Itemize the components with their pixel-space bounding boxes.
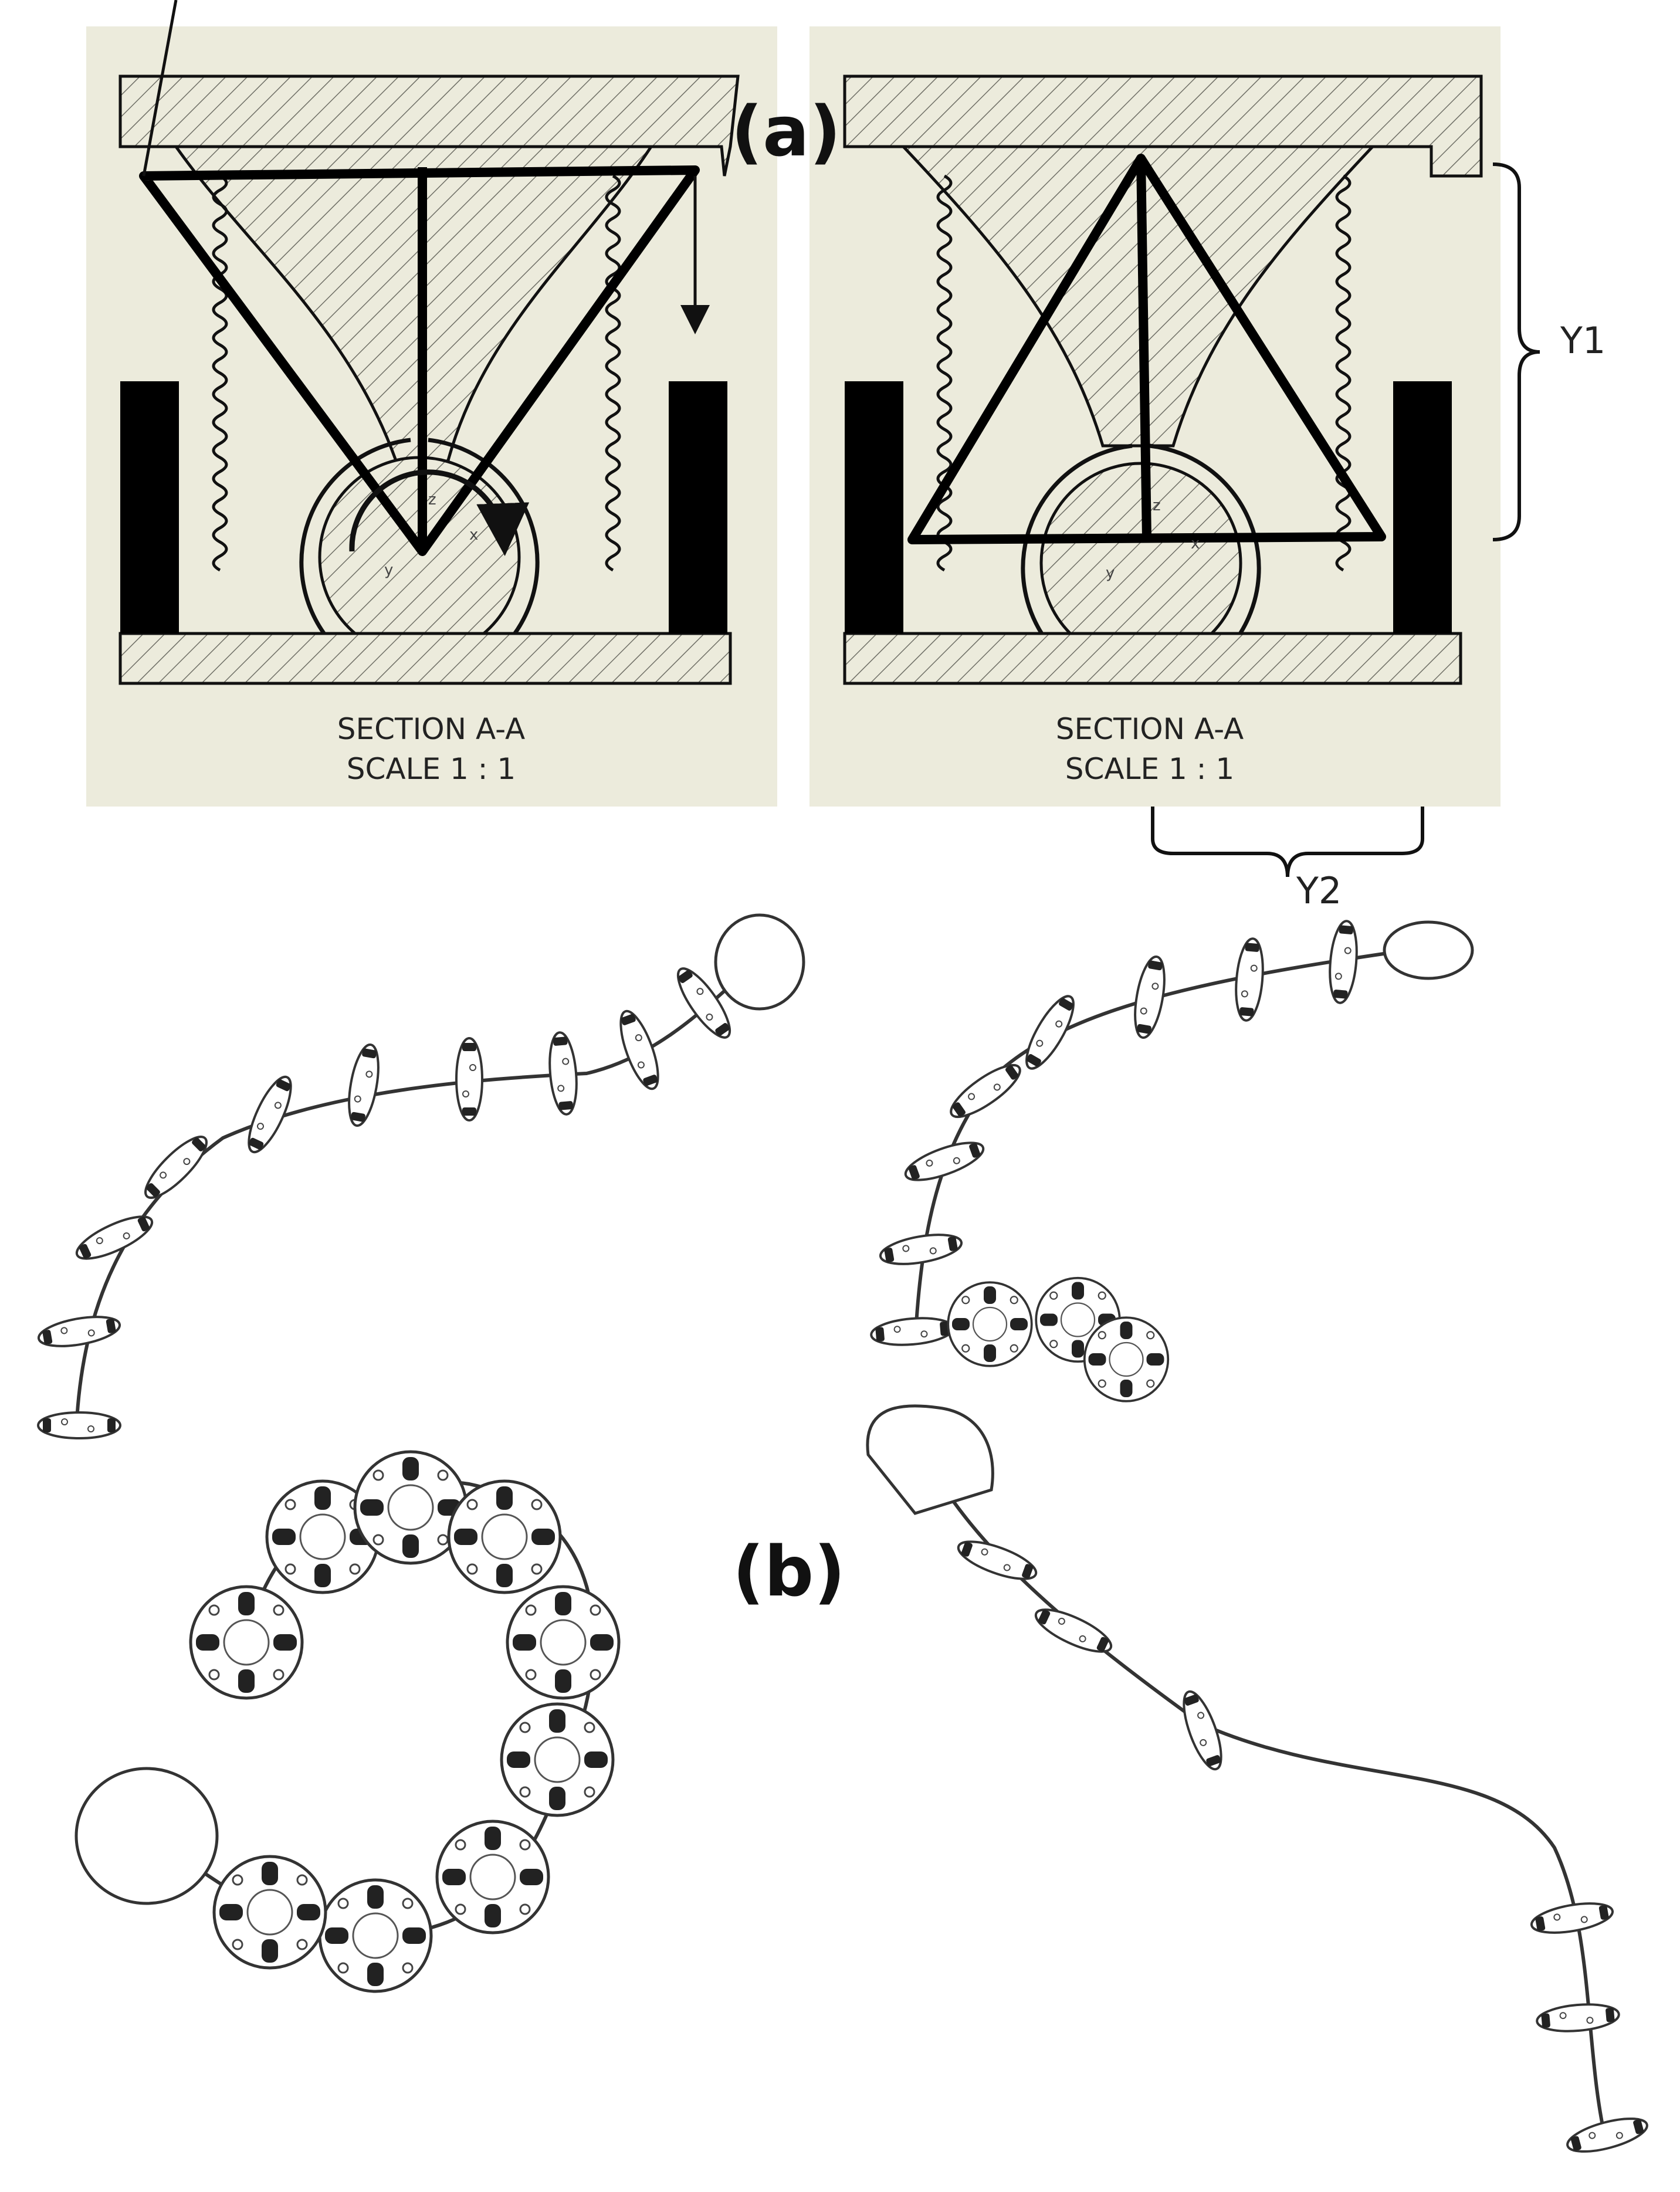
y2-bracket bbox=[1151, 807, 1424, 878]
robot-top-left bbox=[35, 913, 805, 1439]
robot-bottom-left-disc-5 bbox=[507, 1587, 619, 1698]
caption-right-line2: SCALE 1 : 1 bbox=[1065, 752, 1234, 786]
robot-top-left-disc-4 bbox=[138, 1129, 214, 1205]
panel-a-label: (a) bbox=[731, 91, 841, 172]
robot-bottom-left-disc-7 bbox=[437, 1821, 548, 1933]
robot-bottom-right-disc-1 bbox=[953, 1533, 1042, 1588]
robot-top-left-head bbox=[714, 913, 805, 1011]
side-bar-right-right bbox=[1393, 381, 1452, 633]
leader-line bbox=[142, 0, 178, 177]
top-plate-right bbox=[843, 74, 1483, 178]
robot-bottom-right-disc-6 bbox=[1083, 1316, 1170, 1402]
bottom-plate-right bbox=[843, 632, 1462, 685]
robot-top-left-disc-6 bbox=[343, 1041, 385, 1129]
side-bar-left bbox=[120, 381, 179, 633]
robot-bottom-left-disc-6 bbox=[502, 1704, 613, 1815]
robot-top-right-disc-6 bbox=[1129, 953, 1171, 1041]
axis-x-right: x bbox=[1191, 535, 1200, 553]
caption-left-line2: SCALE 1 : 1 bbox=[347, 752, 516, 786]
section-right: z x y SECTION A-A SCALE 1 : 1 bbox=[809, 26, 1501, 807]
panel-b-label: (b) bbox=[733, 1531, 845, 1612]
axis-z-left: z bbox=[428, 491, 436, 509]
robot-top-left-disc-8 bbox=[545, 1030, 581, 1117]
cone-body-right bbox=[900, 145, 1376, 448]
bottom-plate bbox=[118, 632, 732, 685]
robot-top-left-disc-9 bbox=[612, 1005, 667, 1095]
robot-top-right-disc-5 bbox=[1017, 989, 1083, 1076]
top-plate bbox=[118, 74, 740, 177]
robot-bottom-left-disc-4 bbox=[449, 1481, 560, 1593]
robot-top-left-disc-3 bbox=[70, 1207, 158, 1268]
robot-bottom-right-head bbox=[866, 1404, 994, 1515]
robot-bottom-right bbox=[866, 1276, 1652, 2160]
robot-top-right bbox=[869, 919, 1474, 1350]
robot-top-right-disc-7 bbox=[1231, 936, 1268, 1023]
robot-bottom-left-disc-8 bbox=[320, 1880, 431, 1991]
y2-label: Y2 bbox=[1296, 869, 1342, 912]
axis-z-right: z bbox=[1153, 497, 1161, 514]
robot-bottom-right-disc-8 bbox=[1535, 2000, 1621, 2036]
rotation-arrow bbox=[349, 469, 530, 556]
robot-top-right-disc-1 bbox=[869, 1313, 956, 1350]
robot-bottom-right-disc-4 bbox=[947, 1281, 1033, 1367]
robot-top-left-disc-2 bbox=[35, 1310, 123, 1353]
socket-left bbox=[299, 438, 411, 641]
robot-bottom-left bbox=[74, 1452, 619, 1991]
axis-y-right: y bbox=[1106, 564, 1115, 582]
robot-top-left-spine bbox=[74, 960, 758, 1432]
robot-top-right-disc-2 bbox=[877, 1228, 965, 1271]
robot-bottom-left-disc-9 bbox=[214, 1856, 326, 1968]
robot-top-right-disc-3 bbox=[900, 1134, 989, 1189]
socket-left-right bbox=[1021, 443, 1133, 647]
robot-bottom-right-disc-7 bbox=[1528, 1897, 1616, 1939]
y1-label: Y1 bbox=[1560, 319, 1606, 362]
robot-bottom-right-disc-2 bbox=[1029, 1600, 1117, 1661]
robot-top-right-disc-8 bbox=[1325, 919, 1361, 1005]
robot-top-right-disc-4 bbox=[943, 1055, 1028, 1127]
force-vertical-right bbox=[1136, 158, 1151, 539]
robot-bottom-right-disc-9 bbox=[1563, 2110, 1652, 2160]
y1-bracket bbox=[1492, 162, 1540, 541]
axis-y-left: y bbox=[384, 561, 393, 579]
caption-right-line1: SECTION A-A bbox=[1056, 712, 1244, 746]
robot-top-right-head bbox=[1383, 920, 1474, 980]
side-bar-left-right bbox=[845, 381, 903, 633]
robot-bottom-left-head bbox=[74, 1767, 219, 1905]
robot-bottom-right-spine bbox=[913, 1436, 1609, 2147]
robot-bottom-left-disc-1 bbox=[191, 1587, 302, 1698]
section-left: z x y SECTION A-A SCALE 1 : 1 bbox=[86, 0, 777, 807]
robot-top-left-disc-7 bbox=[455, 1037, 483, 1122]
socket-right-right bbox=[1149, 443, 1261, 647]
axis-x-left: x bbox=[469, 526, 478, 544]
caption-left-line1: SECTION A-A bbox=[337, 712, 525, 746]
robot-top-left-disc-1 bbox=[37, 1411, 121, 1439]
side-bar-right bbox=[669, 381, 727, 633]
